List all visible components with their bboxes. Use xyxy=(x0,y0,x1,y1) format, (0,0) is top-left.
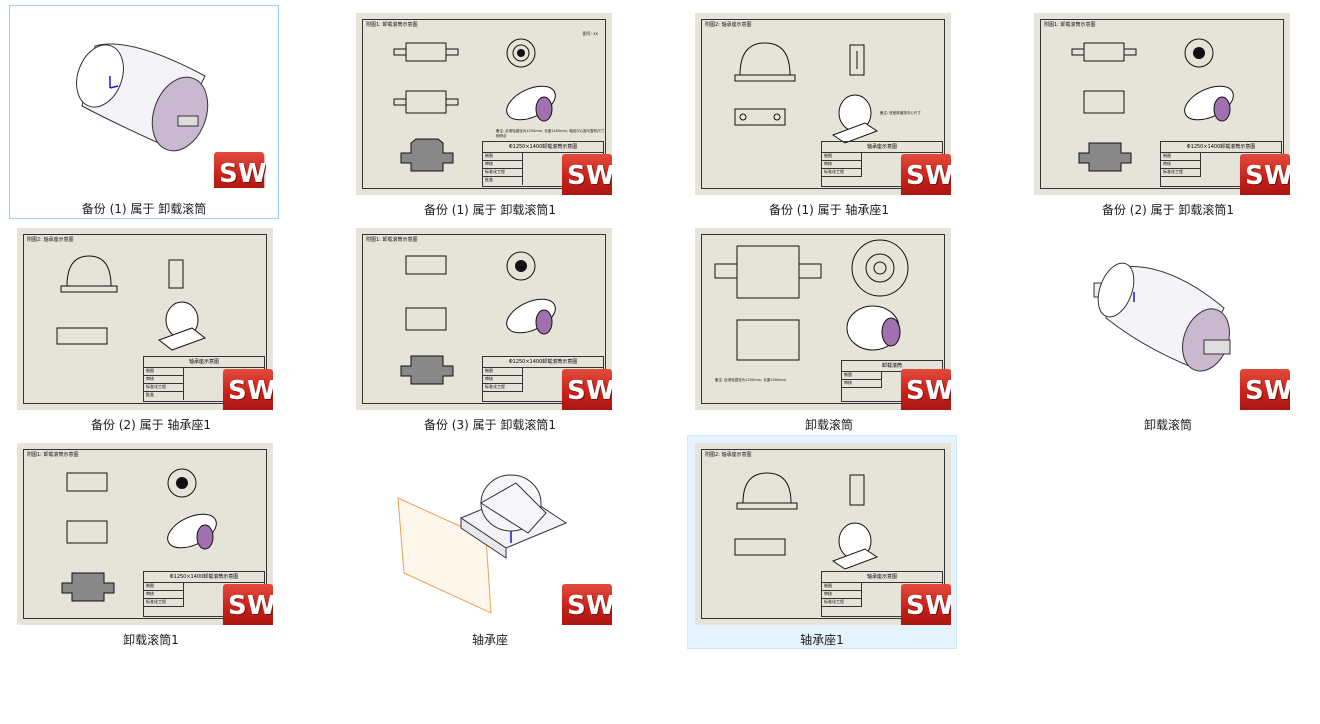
drum-3d-model xyxy=(76,43,209,152)
drum-3d-model xyxy=(1093,262,1231,372)
file-name: 备份 (2) 属于 轴承座1 xyxy=(90,418,212,432)
title-block: 轴承座示意图 制图 审核 标准化工程 批准 xyxy=(143,356,265,402)
thumbnail: 附图1: 卸载滚筒示意图 Φ1250×1400卸载滚筒示意图 制图 审核 标准化… xyxy=(17,443,273,625)
drawing-views xyxy=(714,239,909,361)
file-name: 备份 (1) 属于 卸载滚筒 xyxy=(81,202,207,216)
file-tile-9[interactable]: 附图1: 卸载滚筒示意图 Φ1250×1400卸载滚筒示意图 制图 审核 标准化… xyxy=(16,442,286,656)
drawing-views xyxy=(400,251,556,385)
drawing-views xyxy=(61,468,217,602)
file-name: 备份 (1) 属于 卸载滚筒1 xyxy=(423,203,557,217)
file-name: 备份 (1) 属于 轴承座1 xyxy=(768,203,890,217)
thumbnail: 附图1: 卸载滚筒示意图 Φ1250×1400卸载滚筒示意图 制图 审核 标准化… xyxy=(356,228,612,410)
file-tile-2[interactable]: 附图1: 卸载滚筒示意图 图号: xx 备注: 此滚轮直径为1250mm, 长度… xyxy=(355,12,625,226)
thumbnail: 附图1: 卸载滚筒示意图 Φ1250×1400卸载滚筒示意图 制图 审核 标准化… xyxy=(1034,13,1290,195)
file-tile-4[interactable]: 附图1: 卸载滚筒示意图 Φ1250×1400卸载滚筒示意图 制图 审核 标准化… xyxy=(1033,12,1303,226)
bearing-block-3d-model xyxy=(397,474,568,614)
file-name: 备份 (3) 属于 卸载滚筒1 xyxy=(423,418,557,432)
title-block: 卸载滚筒 制图 审核 xyxy=(841,360,943,402)
file-tile-3[interactable]: 附图2: 轴承座示意图 备注: 底座厚度按中心尺寸 轴承座示意图 制图 审核 标… xyxy=(694,12,964,226)
file-tile-6[interactable]: 附图1: 卸载滚筒示意图 Φ1250×1400卸载滚筒示意图 制图 审核 标准化… xyxy=(355,227,625,441)
drawing-views xyxy=(56,255,207,351)
file-name: 轴承座1 xyxy=(800,633,844,647)
drawing-sheet: 附图1: 卸载滚筒示意图 Φ1250×1400卸载滚筒示意图 制图 审核 标准化… xyxy=(17,443,273,625)
drawing-views xyxy=(393,38,556,172)
thumbnail: 附图1: 卸载滚筒示意图 图号: xx 备注: 此滚轮直径为1250mm, 长度… xyxy=(356,13,612,195)
thumbnail: 附图2: 轴承座示意图 备注: 底座厚度按中心尺寸 轴承座示意图 制图 审核 标… xyxy=(695,13,951,195)
file-name: 卸载滚筒 xyxy=(1143,418,1192,432)
drawing-views xyxy=(734,472,879,570)
drawing-sheet: 附图1: 卸载滚筒示意图 Φ1250×1400卸载滚筒示意图 制图 审核 标准化… xyxy=(356,228,612,410)
title-block: Φ1250×1400卸载滚筒示意图 制图 审核 标准化工程 xyxy=(1160,141,1282,187)
title-block: Φ1250×1400卸载滚筒示意图 制图 审核 标准化工程 xyxy=(143,571,265,617)
file-name: 卸载滚筒 xyxy=(804,418,853,432)
drawing-views xyxy=(734,42,879,144)
file-name: 轴承座 xyxy=(471,633,508,647)
file-name: 备份 (2) 属于 卸载滚筒1 xyxy=(1101,203,1235,217)
file-name: 卸载滚筒1 xyxy=(123,633,179,647)
drawing-views xyxy=(1071,38,1234,172)
